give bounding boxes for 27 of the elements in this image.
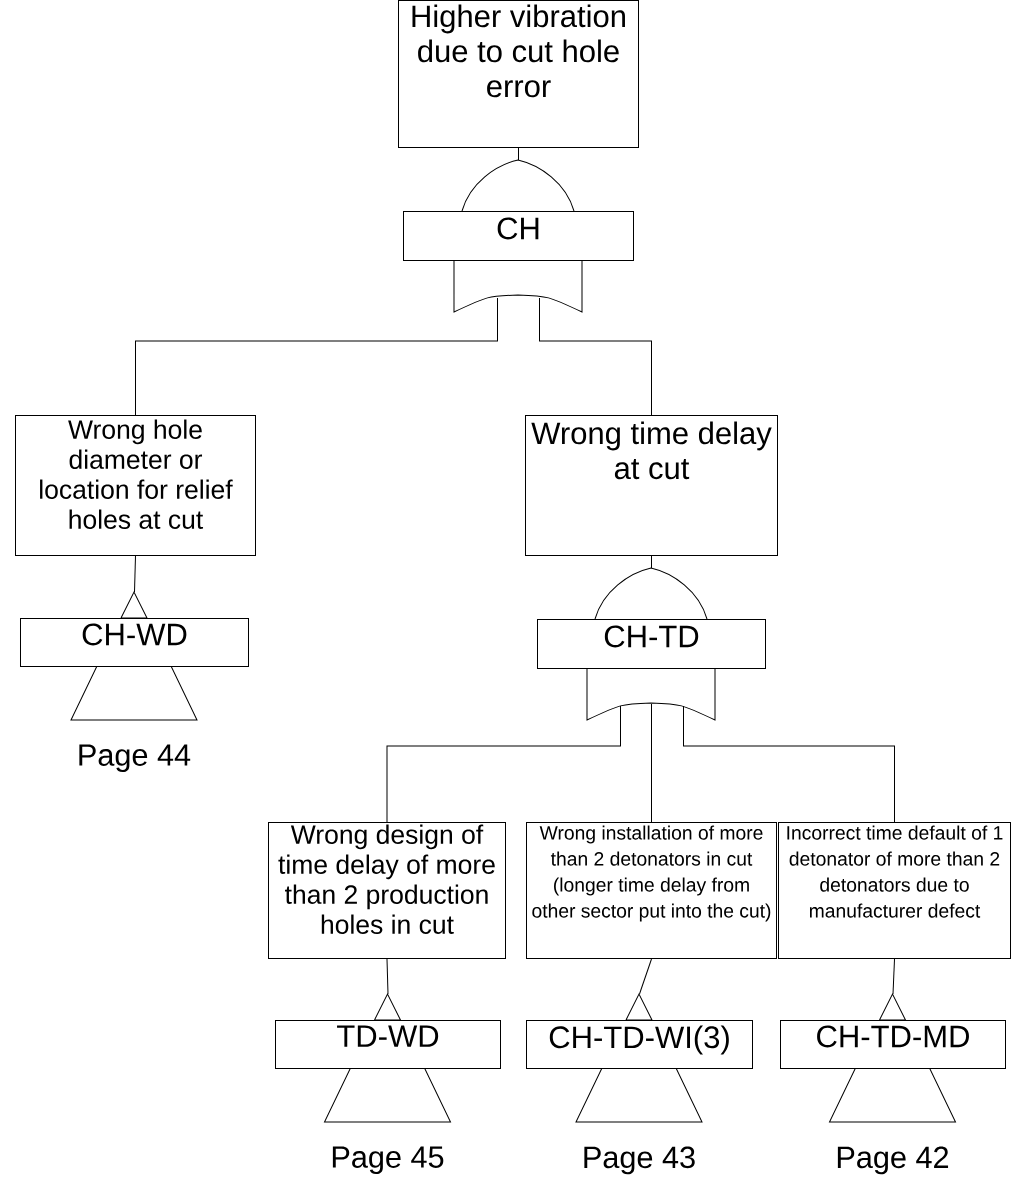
transfer-label-box: CH-TD-MD <box>780 1020 1006 1069</box>
gate-label-box: CH-TD <box>537 619 766 669</box>
transfer-label-box: CH-WD <box>20 618 249 667</box>
connector-line <box>135 297 498 416</box>
event-box: Wrong design of time delay of more than 2 production holes in cut <box>268 822 506 959</box>
page-reference: Page 44 <box>79 744 191 772</box>
connector-line <box>651 555 652 569</box>
connector-line <box>386 958 389 995</box>
page-reference: Page 42 <box>837 1146 949 1175</box>
connector-line <box>539 297 652 416</box>
page-reference: Page 43 <box>584 1146 695 1175</box>
transfer-label-box: CH-TD-WI(3) <box>526 1020 753 1069</box>
event-box: Higher vibration due to cut hole error <box>398 0 639 148</box>
transfer-label-box: TD-WD <box>275 1020 501 1069</box>
event-box: Incorrect time default of 1 detonator of more than 2 detonators due to manufacturer defect <box>778 822 1011 959</box>
event-box: Wrong installation of more than 2 detonators in cut (longer time delay from other sector put into the cut) <box>526 822 777 959</box>
connector-line <box>134 555 136 593</box>
event-box: Wrong hole diameter or location for relief holes at cut <box>15 415 256 556</box>
connector-line <box>683 705 895 823</box>
connector-line <box>892 958 895 995</box>
connector-line <box>518 147 519 161</box>
gate-label-box: CH <box>403 211 634 261</box>
connector-line <box>386 705 621 823</box>
connector-line <box>639 958 652 995</box>
event-box: Wrong time delay at cut <box>525 415 778 556</box>
page-reference: Page 45 <box>332 1146 444 1174</box>
connector-line <box>651 703 652 823</box>
